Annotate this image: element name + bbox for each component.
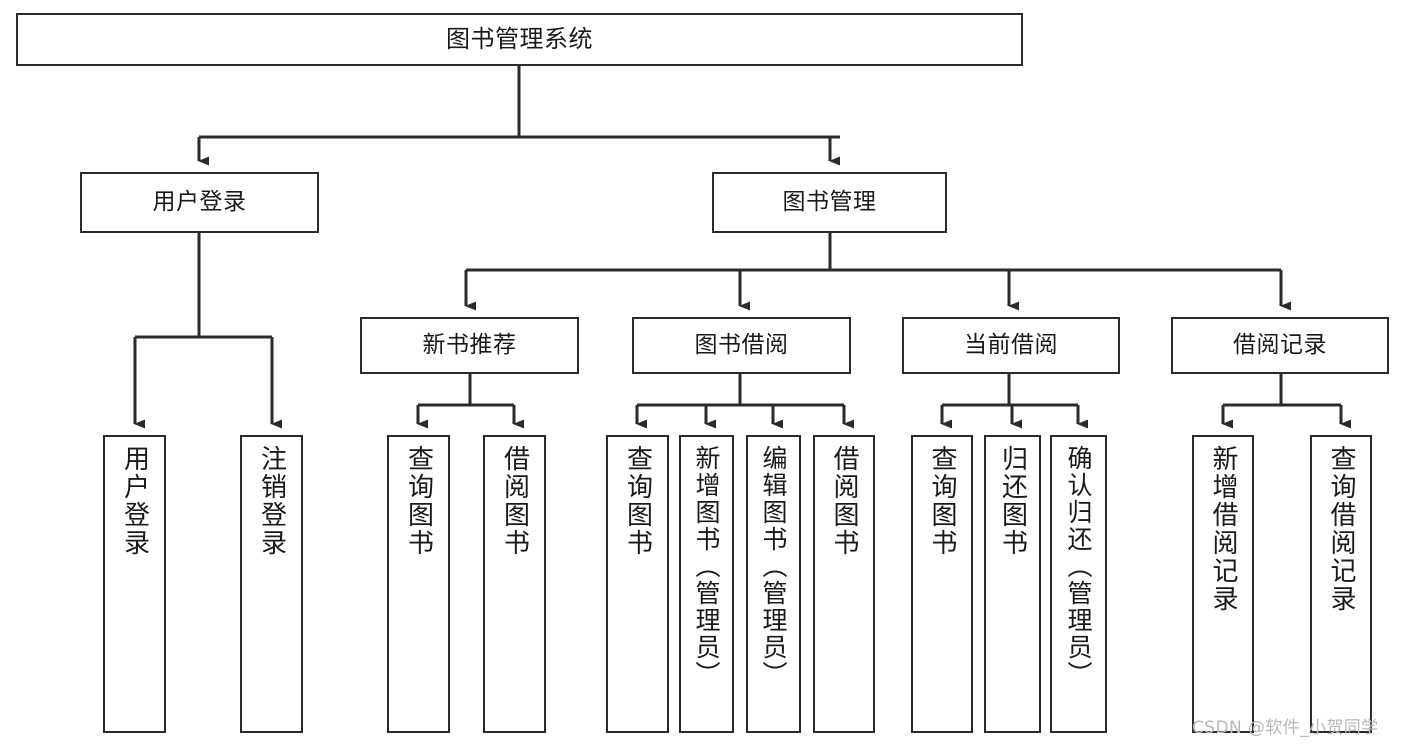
node-book-borrow[interactable]: 图书借阅 (632, 317, 851, 374)
node-leaf-return-book[interactable]: 归还图书 (984, 435, 1041, 733)
node-leaf-borrow-book[interactable]: 借阅图书 (813, 435, 875, 733)
node-leaf-confirm-return[interactable]: 确认归还（管理员） (1050, 435, 1107, 733)
node-leaf-query-book-borrow-label: 查询图书 (622, 445, 653, 557)
node-leaf-add-borrow-record-label: 新增借阅记录 (1208, 445, 1238, 613)
node-current-borrow-label: 当前借阅 (964, 331, 1058, 358)
node-leaf-borrow-book-recommend[interactable]: 借阅图书 (483, 435, 546, 733)
node-leaf-return-book-label: 归还图书 (997, 445, 1028, 557)
node-leaf-query-borrow-record[interactable]: 查询借阅记录 (1310, 435, 1372, 733)
node-book-borrow-label: 图书借阅 (694, 331, 789, 358)
node-leaf-borrow-book-recommend-label: 借阅图书 (499, 445, 530, 557)
node-leaf-edit-book[interactable]: 编辑图书（管理员） (746, 435, 801, 733)
node-borrow-record[interactable]: 借阅记录 (1171, 317, 1389, 374)
watermark: CSDN @软件_小贺同学 (1192, 718, 1379, 738)
node-borrow-record-label: 借阅记录 (1233, 331, 1327, 358)
node-root[interactable]: 图书管理系统 (16, 13, 1023, 66)
node-leaf-borrow-book-label: 借阅图书 (829, 445, 859, 557)
node-user-login-label: 用户登录 (152, 188, 247, 215)
node-leaf-query-book-current-label: 查询图书 (927, 445, 957, 557)
node-book-manage-label: 图书管理 (782, 188, 877, 215)
node-leaf-add-book[interactable]: 新增图书（管理员） (679, 435, 734, 733)
node-root-label: 图书管理系统 (446, 25, 593, 54)
node-leaf-logout-label: 注销登录 (256, 445, 287, 557)
node-leaf-user-login[interactable]: 用户登录 (103, 435, 166, 733)
node-leaf-query-book-recommend[interactable]: 查询图书 (387, 435, 450, 733)
node-book-manage[interactable]: 图书管理 (712, 172, 947, 233)
node-leaf-query-book-recommend-label: 查询图书 (403, 445, 434, 557)
node-leaf-logout[interactable]: 注销登录 (240, 435, 303, 733)
node-leaf-query-borrow-record-label: 查询借阅记录 (1326, 445, 1356, 613)
node-new-book-recommend[interactable]: 新书推荐 (360, 317, 579, 374)
node-leaf-add-book-label: 新增图书（管理员） (692, 445, 721, 688)
node-user-login[interactable]: 用户登录 (80, 172, 319, 233)
node-leaf-confirm-return-label: 确认归还（管理员） (1064, 445, 1093, 688)
node-leaf-query-book-current[interactable]: 查询图书 (911, 435, 973, 733)
node-leaf-user-login-label: 用户登录 (119, 445, 150, 557)
node-leaf-query-book-borrow[interactable]: 查询图书 (606, 435, 669, 733)
node-current-borrow[interactable]: 当前借阅 (902, 317, 1120, 374)
node-new-book-recommend-label: 新书推荐 (422, 331, 517, 358)
node-leaf-edit-book-label: 编辑图书（管理员） (759, 445, 788, 688)
node-leaf-add-borrow-record[interactable]: 新增借阅记录 (1192, 435, 1254, 733)
